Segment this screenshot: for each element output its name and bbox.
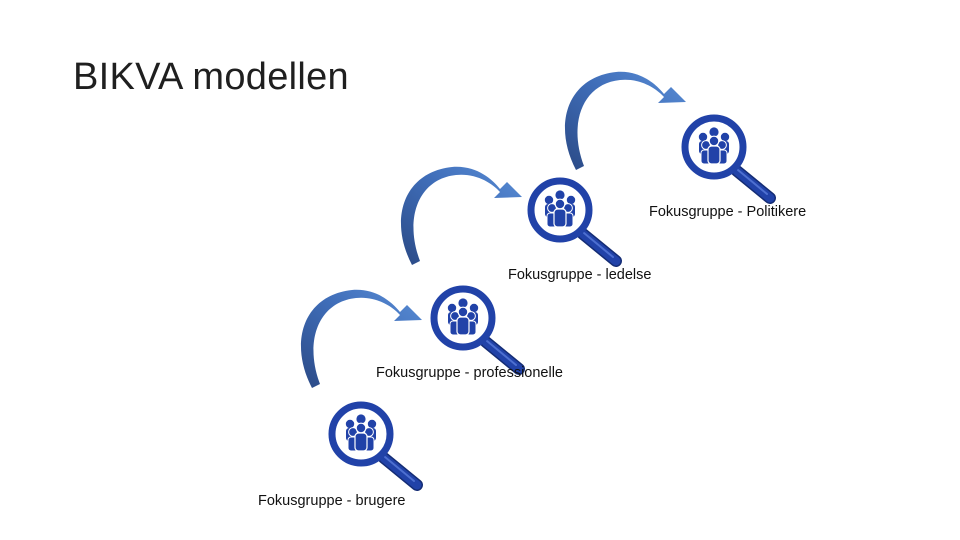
step-label-politikere: Fokusgruppe - Politikere bbox=[649, 204, 806, 220]
curved-arrow-icon bbox=[400, 166, 522, 265]
step-label-ledelse: Fokusgruppe - ledelse bbox=[508, 267, 651, 283]
curved-arrow-icon bbox=[564, 71, 686, 170]
focus-group-magnifier-icon bbox=[685, 118, 770, 198]
step-label-professionelle: Fokusgruppe - professionelle bbox=[376, 365, 563, 381]
step-label-brugere: Fokusgruppe - brugere bbox=[258, 493, 406, 509]
focus-group-magnifier-icon bbox=[434, 289, 519, 369]
slide-title: BIKVA modellen bbox=[73, 56, 349, 98]
focus-group-magnifier-icon bbox=[531, 181, 616, 261]
focus-group-magnifier-icon bbox=[332, 405, 417, 485]
